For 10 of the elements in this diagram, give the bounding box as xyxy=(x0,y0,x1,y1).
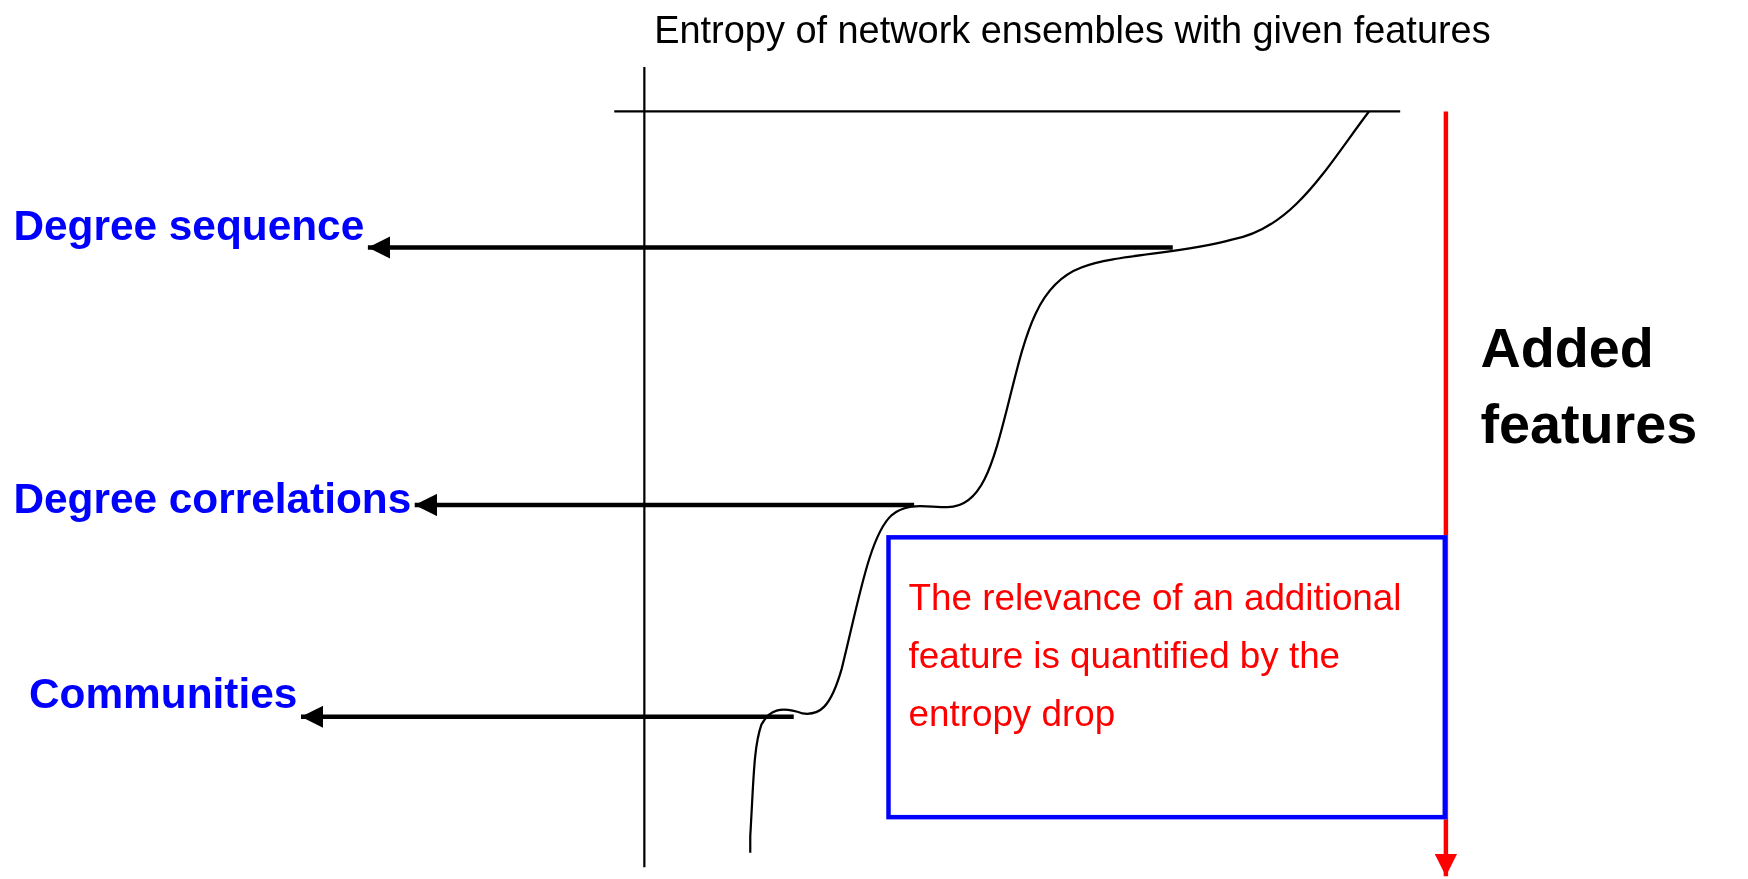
note-text: The relevance of an additional feature is quantified by the entropy drop xyxy=(908,575,1403,736)
note-box xyxy=(886,535,1447,820)
feature-label: Communities xyxy=(29,671,298,718)
arrow xyxy=(414,493,915,517)
feature-label: Degree sequence xyxy=(13,202,365,250)
axis-caption: Added features xyxy=(1480,315,1699,457)
arrow xyxy=(367,236,1173,259)
feature-label: Degree correlations xyxy=(13,476,412,523)
arrow xyxy=(301,705,794,728)
chart-title: Entropy of network ensembles with given features xyxy=(653,8,1492,53)
